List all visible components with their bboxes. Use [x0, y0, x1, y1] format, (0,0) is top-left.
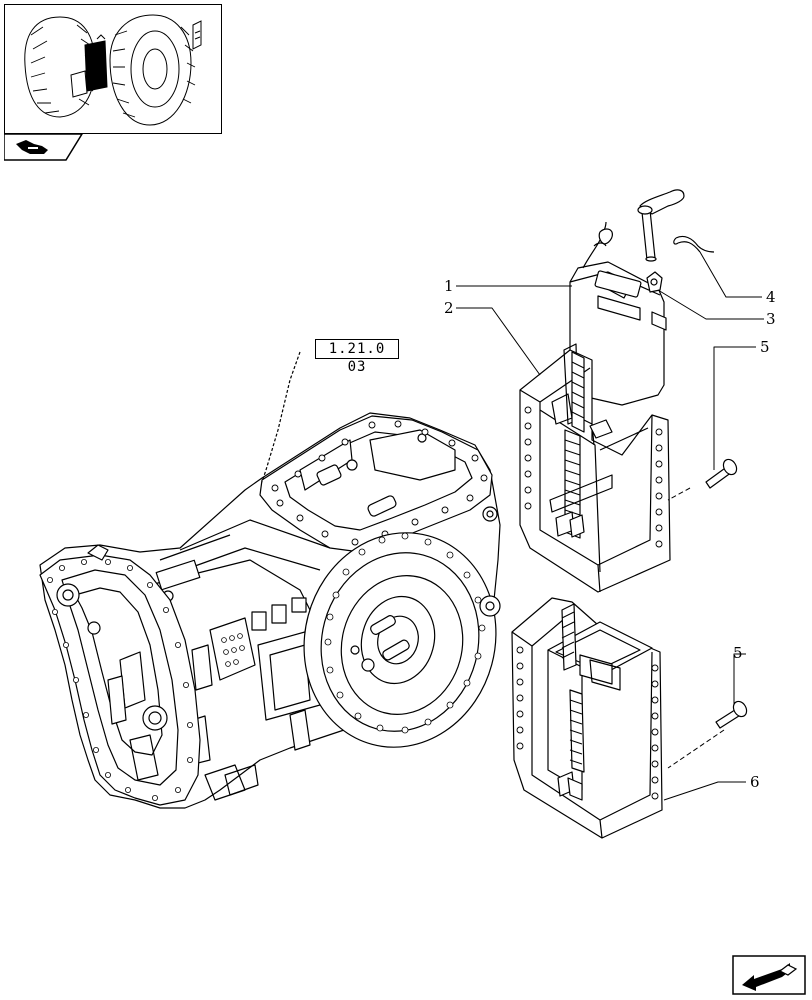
- part-2-hitch-frame: [519, 343, 671, 593]
- part-1-hitch-plate: [569, 221, 667, 406]
- reference-leader: [261, 351, 301, 483]
- part-5-bolt-upper: [705, 458, 738, 489]
- reference-box[interactable]: 1.21.0 03: [315, 339, 399, 375]
- callout-5-upper[interactable]: 5: [760, 338, 770, 356]
- callout-1[interactable]: 1: [444, 277, 454, 295]
- section-tab: [3, 133, 84, 162]
- callout-3[interactable]: 3: [766, 310, 776, 328]
- location-thumbnail: [4, 4, 222, 134]
- part-5-bolt-lower: [715, 700, 748, 729]
- part-6-hitch-frame: [511, 597, 663, 839]
- tractor-location-thumbnail-icon: [24, 14, 202, 126]
- callout-4[interactable]: 4: [766, 288, 776, 306]
- part-4-r-clip: [673, 235, 715, 253]
- callout-5-lower[interactable]: 5: [733, 644, 743, 662]
- callout-6[interactable]: 6: [750, 773, 760, 791]
- next-page-arrow-icon: [732, 955, 806, 995]
- transmission-housing: [39, 412, 501, 809]
- next-page-button[interactable]: [732, 955, 806, 995]
- tractor-section-icon: [3, 133, 84, 161]
- part-3-pin: [637, 189, 685, 262]
- callout-2[interactable]: 2: [444, 299, 454, 317]
- leader-lines: [456, 251, 764, 801]
